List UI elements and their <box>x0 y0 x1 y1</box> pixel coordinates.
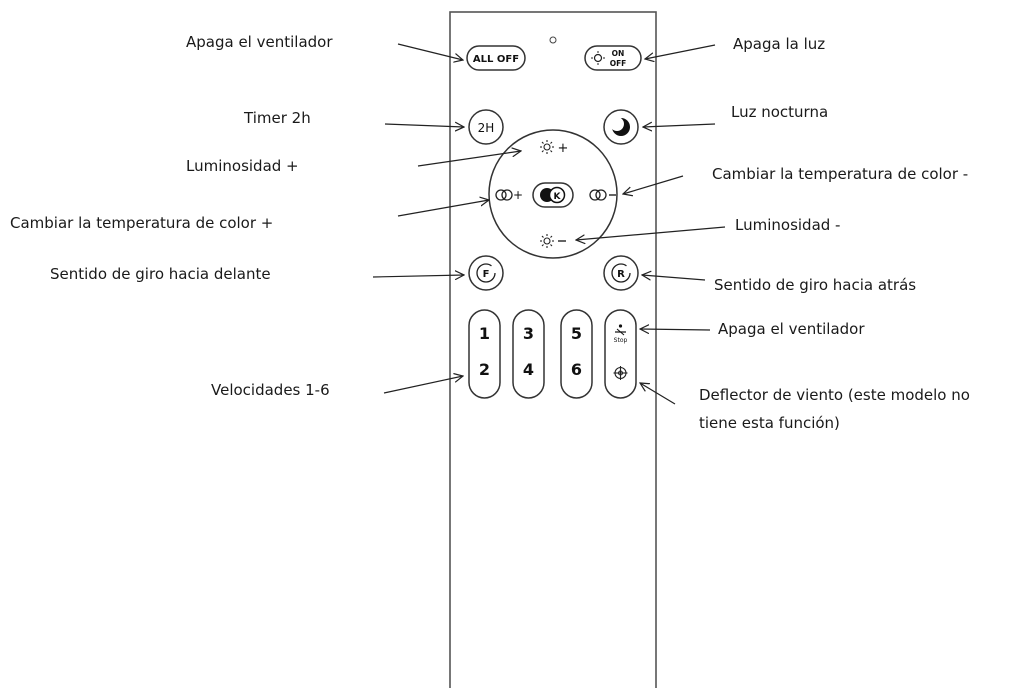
speed-button-3-4[interactable]: 3 4 <box>512 309 545 399</box>
svg-text:+: + <box>558 141 569 156</box>
color-temp-icon <box>495 189 513 201</box>
speed-6-label: 6 <box>571 360 582 379</box>
label-brightness-down: Luminosidad - <box>735 216 841 234</box>
svg-text:+: + <box>513 188 523 202</box>
label-fan-off-top: Apaga el ventilador <box>186 33 333 51</box>
light-on-off-button[interactable]: ON OFF <box>584 45 642 71</box>
label-reverse: Sentido de giro hacia atrás <box>714 276 917 294</box>
arrow-fan-off-stop <box>640 329 711 330</box>
speed-3-label: 3 <box>523 324 534 343</box>
rotate-icon <box>611 263 631 283</box>
label-color-temp-up: Cambiar la temperatura de color + <box>10 214 274 232</box>
rotate-icon <box>476 263 496 283</box>
label-deflector: Deflector de viento (este modelo no tien… <box>699 386 970 432</box>
arrow-forward <box>372 275 464 277</box>
night-light-button[interactable] <box>603 109 639 145</box>
light-off-label: OFF <box>610 59 627 68</box>
reverse-label: R <box>617 269 625 280</box>
speed-2-label: 2 <box>479 360 490 379</box>
all-off-label: ALL OFF <box>473 54 519 65</box>
sun-icon <box>540 140 554 154</box>
sun-icon <box>540 234 554 248</box>
all-off-button[interactable]: ALL OFF <box>466 45 526 71</box>
label-night-light: Luz nocturna <box>731 103 829 121</box>
arrow-speeds <box>383 376 463 394</box>
label-speeds: Velocidades 1-6 <box>211 381 330 399</box>
label-brightness-up: Luminosidad + <box>186 157 299 175</box>
forward-button[interactable]: F <box>468 255 504 291</box>
speed-4-label: 4 <box>523 360 534 379</box>
center-k-button[interactable]: K <box>532 182 574 208</box>
reverse-button[interactable]: R <box>603 255 639 291</box>
arrow-light-off <box>645 44 716 59</box>
annotation-arrows <box>372 43 726 405</box>
color-temp-down-button[interactable] <box>589 189 616 201</box>
label-fan-off-stop: Apaga el ventilador <box>718 320 865 338</box>
fan-stop-label: Stop <box>614 337 628 344</box>
label-light-off: Apaga la luz <box>733 35 826 53</box>
light-bulb-icon <box>591 51 605 65</box>
speed-button-5-6[interactable]: 5 6 <box>560 309 593 399</box>
light-on-label: ON <box>612 49 625 58</box>
arrow-brightness-up <box>417 151 521 167</box>
deflector-icon <box>613 366 628 380</box>
color-temp-icon <box>589 189 607 201</box>
brightness-up-button[interactable]: + <box>540 140 568 156</box>
arrow-reverse <box>642 275 706 280</box>
speed-5-label: 5 <box>571 324 582 343</box>
label-color-temp-down: Cambiar la temperatura de color - <box>712 165 969 183</box>
timer-2h-label: 2H <box>478 121 495 135</box>
fan-stop-icon <box>615 324 626 336</box>
arrow-brightness-down <box>576 226 726 240</box>
forward-label: F <box>483 269 490 280</box>
arrow-fan-off-top <box>397 43 463 60</box>
speed-button-1-2[interactable]: 1 2 <box>468 309 501 399</box>
indicator-led <box>549 36 557 44</box>
color-temp-up-button[interactable]: + <box>495 188 523 202</box>
label-timer: Timer 2h <box>244 109 311 127</box>
brightness-down-button[interactable] <box>540 234 566 248</box>
arrow-color-temp-down <box>623 175 684 194</box>
arrow-night-light <box>643 124 716 127</box>
arrow-deflector <box>640 383 676 405</box>
arrow-timer <box>384 124 464 127</box>
timer-2h-button[interactable]: 2H <box>468 109 504 145</box>
fan-stop-deflector-button[interactable]: Stop <box>604 309 637 399</box>
label-forward: Sentido de giro hacia delante <box>50 265 271 283</box>
arrow-color-temp-up <box>397 200 489 217</box>
speed-1-label: 1 <box>479 324 490 343</box>
center-k-label: K <box>554 192 562 202</box>
